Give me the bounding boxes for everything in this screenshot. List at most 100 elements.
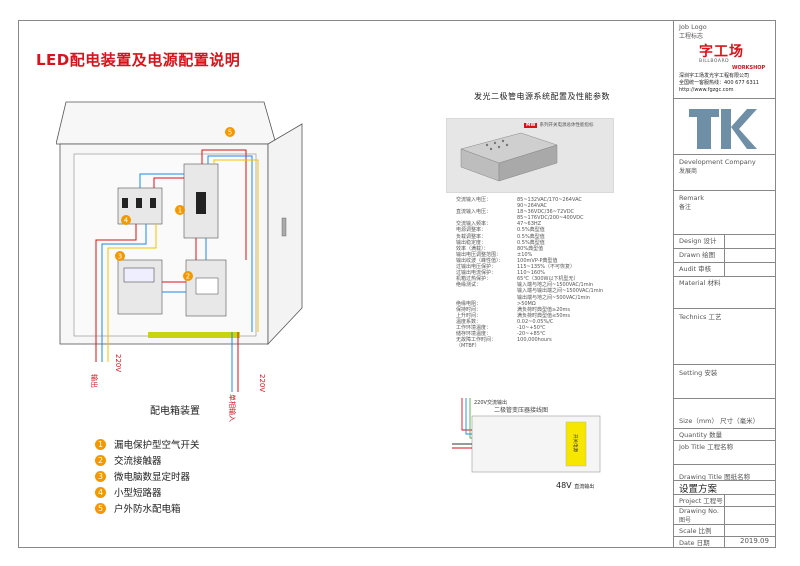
spec-value: 85~176VDC/200~400VDC	[517, 215, 584, 222]
spec-row: 效率（满载）： 80%典型值	[456, 246, 617, 252]
job-logo-cell: Job Logo 工程标志	[673, 21, 776, 91]
drawing-no-cn: 图号	[679, 517, 692, 524]
legend-item: 5 户外防水配电箱	[95, 500, 200, 516]
setting-cell: Setting 安装	[673, 364, 776, 398]
legend-number: 2	[95, 454, 106, 466]
spec-value: 0.5%典型值	[517, 233, 545, 240]
page-title: LED配电装置及电源配置说明	[36, 51, 241, 69]
development-company-en: Development Company	[679, 158, 756, 166]
brand-mark-cell	[673, 98, 776, 154]
job-logo-en: Job Logo	[679, 23, 707, 31]
door-handle	[281, 217, 287, 237]
psu-label: 开关电源	[572, 434, 579, 452]
legend-label: 漏电保护型空气开关	[114, 440, 200, 451]
spec-row: 90~264VAC	[456, 203, 617, 209]
spec-key: 输出纹波（峰性值）：	[456, 257, 504, 264]
spec-value: 满负荷时典型值≤50ms	[517, 312, 571, 319]
title-block	[673, 20, 776, 548]
spec-value: 输出端与地之间~500VAC/1min	[517, 294, 590, 301]
company-hotline: 全国统一客服热线：400 677 6311	[679, 80, 759, 86]
legend-number: 4	[95, 486, 106, 498]
marker-1-label: 1	[178, 207, 182, 215]
remark-cell: Remark 备注	[673, 190, 776, 234]
spec-row: 无故障工作时间：100,000hours	[456, 337, 617, 343]
legend-number: 1	[95, 438, 106, 450]
size-label: Size（mm） 尺寸（毫米）	[679, 417, 760, 425]
development-company-cn: 发展商	[679, 168, 698, 175]
spec-value: -10~+50℃	[517, 324, 546, 331]
spec-key: 机箱过热保护：	[456, 276, 492, 283]
cabinet-caption: 配电箱装置	[150, 406, 200, 417]
date-value: 2019.09	[740, 537, 769, 545]
drawing-frame	[18, 20, 776, 548]
label-voltage-left: 220V	[114, 354, 122, 372]
spec-key: 过输出电流保护：	[456, 270, 497, 277]
legend-label: 小型短路器	[114, 488, 162, 499]
label-voltage-right: 220V	[258, 374, 266, 392]
spec-key: （MTBF）	[456, 343, 480, 350]
spec-key: 负载调整率：	[456, 233, 487, 240]
spec-value: 输入端与输出端之间~1500VAC/1min	[517, 288, 604, 295]
spec-value: -20~+85℃	[517, 331, 546, 338]
dc-output-label: 48V 直流输出	[556, 481, 594, 490]
design-label: Design 设计	[679, 237, 717, 245]
brand-mark-logo	[689, 109, 757, 149]
spec-value: ±10%	[517, 251, 533, 258]
spec-row: 输出端与地之间~500VAC/1min	[456, 295, 617, 301]
legend-number: 3	[95, 470, 106, 482]
terminal-bar	[148, 332, 240, 338]
company-logo-sub: BILLBOARD	[699, 59, 730, 64]
spec-row: （MTBF）	[456, 343, 617, 349]
spec-row: 上升时间：满负荷时典型值≤50ms	[456, 313, 617, 319]
legend-item: 3 微电脑数显定时器	[95, 468, 200, 484]
material-cell: Material 材料	[673, 276, 776, 308]
brand-band-text: 系列开关电源总体性能指标	[539, 123, 594, 128]
spec-value: 110~160%	[517, 270, 546, 277]
drawing-title-label: Drawing Title 图纸名称	[679, 473, 751, 481]
job-title-label: Job Title 工程名称	[679, 443, 734, 451]
wiring-input-label: 220V交流输出	[474, 399, 507, 406]
marker-4	[121, 215, 131, 225]
spec-row: 温度系数：0.02~0.05%/C	[456, 319, 617, 325]
label-single-phase-input: 单相输入	[228, 394, 237, 422]
spec-row: 过输出电流保护： 110~160%	[456, 270, 617, 276]
drawn-label: Drawn 绘图	[679, 251, 716, 259]
spec-key: 直流输入电压：	[456, 209, 492, 216]
technics-label: Technics 工艺	[679, 313, 722, 321]
material-label: Material 材料	[679, 279, 721, 287]
spec-key: 效率（满载）：	[456, 245, 489, 252]
remark-cn: 备注	[679, 204, 692, 211]
technics-cell: Technics 工艺	[673, 308, 776, 364]
transformer-wiring-diagram: 220V交流输出 开关电源	[452, 398, 601, 473]
spec-value: 满负荷时典型值≥20ms	[517, 306, 571, 313]
spec-value: 0.02~0.05%/C	[517, 318, 554, 325]
remark-en: Remark	[679, 194, 704, 202]
spec-value: 0.5%典型值	[517, 227, 545, 234]
spec-row: 机箱过热保护：65℃（300W以下机型无）	[456, 276, 617, 282]
size-cell: Size（mm） 尺寸（毫米）	[673, 398, 776, 428]
spec-value: 18~36VDC/36~72VDC	[517, 209, 575, 216]
spec-value: 80%典型值	[517, 245, 544, 252]
spec-key: 输出电压调整范围：	[456, 251, 502, 258]
legend-label: 户外防水配电箱	[114, 504, 181, 515]
spec-row: 过输出电压保护：115~135%（不可恢复）	[456, 264, 617, 270]
spec-row: 工作环境温度：-10~+50℃	[456, 325, 617, 331]
marker-2	[183, 271, 193, 281]
spec-key: 无故障工作时间：	[456, 337, 497, 344]
company-name: 深圳字工场发光字工程有限公司	[679, 73, 750, 79]
spec-row: 输出电压调整范围： ±10%	[456, 252, 617, 258]
spec-value: 0.5%典型值	[517, 239, 545, 246]
spec-value: 115~135%（不可恢复）	[517, 264, 576, 271]
component-legend: 1 漏电保护型空气开关 2 交流接触器 3 微电脑数显定时器 4 小型短路器 5…	[95, 436, 200, 516]
quantity-cell: Quantity 数量	[673, 428, 776, 440]
legend-label: 交流接触器	[114, 456, 162, 467]
spec-value: 100mVP-P典型值	[517, 257, 558, 264]
spec-row: 绝缘电阻：>50MΩ	[456, 301, 617, 307]
spec-row: 输出纹波（峰性值）： 100mVP-P典型值	[456, 258, 617, 264]
spec-key: 绝缘电阻：	[456, 300, 482, 307]
marker-4-label: 4	[124, 217, 129, 225]
legend-number: 5	[95, 502, 106, 514]
marker-1	[175, 205, 185, 215]
